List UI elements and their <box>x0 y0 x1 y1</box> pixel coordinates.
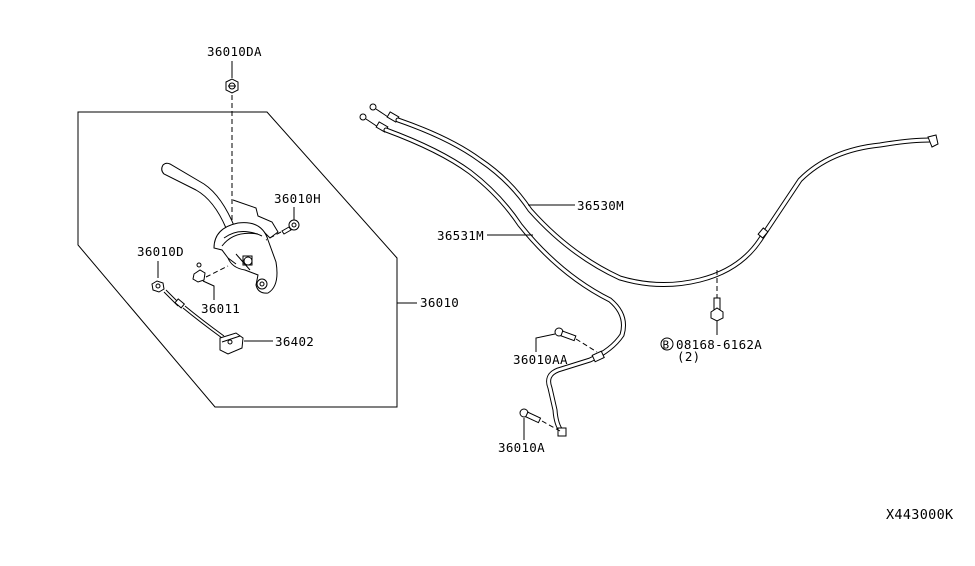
cable-end-icon <box>927 134 939 148</box>
dash-36010a <box>541 420 561 432</box>
dash-36011 <box>205 265 229 278</box>
label-36010aa[interactable]: 36010AA <box>513 352 568 367</box>
switch-icon[interactable] <box>163 289 244 355</box>
label-08168-qty: (2) <box>677 349 700 364</box>
clip-icon[interactable] <box>192 262 206 283</box>
cable-bracket-icon <box>557 427 567 437</box>
bolt-icon[interactable] <box>710 297 724 322</box>
nut-icon[interactable] <box>151 280 165 293</box>
leader-36011 <box>202 280 215 300</box>
dash-36010aa <box>575 338 598 353</box>
label-36010h[interactable]: 36010H <box>274 191 321 206</box>
dash-36010h <box>265 231 282 241</box>
label-08168-6162a[interactable]: 08168-6162A <box>676 337 762 352</box>
cable-36531m[interactable] <box>383 127 626 437</box>
label-36010d[interactable]: 36010D <box>137 244 184 259</box>
bolt-icon[interactable] <box>554 327 577 342</box>
label-36011[interactable]: 36011 <box>201 301 240 316</box>
leader-36010aa <box>535 333 556 352</box>
label-36010da[interactable]: 36010DA <box>207 44 262 59</box>
bolt-icon[interactable] <box>281 219 300 235</box>
bolt-icon[interactable] <box>519 408 542 424</box>
svg-text:B: B <box>663 339 670 352</box>
assembly-36010-boundary <box>77 111 398 408</box>
parking-brake-lever-icon[interactable] <box>161 162 279 294</box>
cable-bracket-icon <box>591 350 605 363</box>
cable-end-icon[interactable] <box>359 103 400 133</box>
label-36010a[interactable]: 36010A <box>498 440 545 455</box>
b-symbol-icon: B <box>660 337 674 352</box>
cable-clip-icon <box>757 227 769 239</box>
diagram-code: X443000K <box>886 507 954 523</box>
cable-36530m[interactable] <box>395 117 939 287</box>
label-36010[interactable]: 36010 <box>420 295 459 310</box>
label-36402[interactable]: 36402 <box>275 334 314 349</box>
label-36531m[interactable]: 36531M <box>437 228 484 243</box>
label-36530m[interactable]: 36530M <box>577 198 624 213</box>
nut-icon[interactable] <box>225 78 239 94</box>
